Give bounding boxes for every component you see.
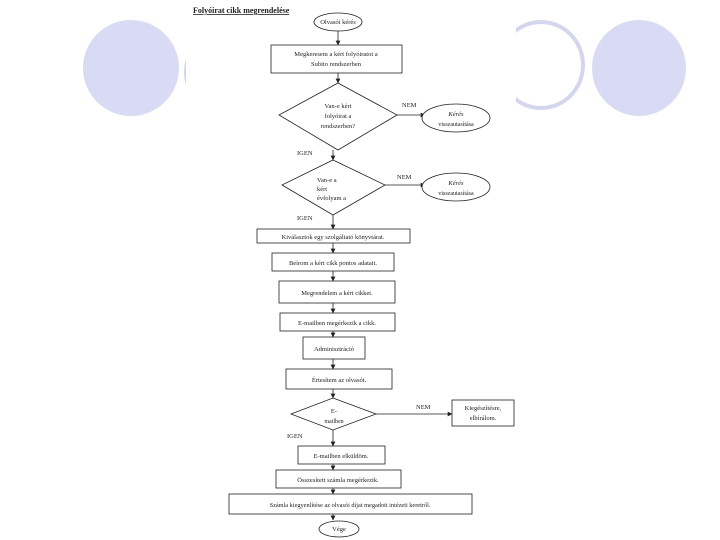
node-dec3: E- mailben (289, 397, 378, 431)
node-start: Olvasói kérés (313, 12, 363, 32)
node-complaint: Kiegészítésre, elbírálom. (451, 399, 515, 427)
node-email-ok: E-mailben elküldöm. (297, 445, 386, 465)
node-dec2-label-2: kért (317, 186, 327, 193)
node-email-ok-label: E-mailben elküldöm. (314, 453, 369, 460)
node-complaint-label-1: Kiegészítésre, (465, 405, 502, 412)
node-dec2: Van-e a kért évfolyam a (281, 159, 386, 216)
node-notify-shape (285, 368, 393, 390)
node-search-shape (270, 44, 403, 74)
node-search-label-2: Subito rendszerben (311, 61, 362, 68)
node-enter-label: Beírom a kért cikk pontos adatait. (289, 260, 377, 267)
node-reject1-label-2: visszautasítása (438, 122, 474, 128)
diagram-title: Folyóirat cikk megrendelése (193, 6, 290, 15)
node-dec3-label-2: mailben (324, 419, 343, 425)
node-end-label: Vége (332, 526, 346, 533)
node-settle-label: Számla kiegyenlítése az olvasói díjat me… (270, 502, 431, 509)
node-start-label: Olvasói kérés (320, 19, 356, 26)
node-select-label: Kiválasztok egy szolgáltató könyvtárat. (282, 234, 385, 241)
node-invoice: Összesített számla megérkezik. (275, 469, 402, 489)
node-admin-label: Adminisztráció (314, 346, 354, 353)
node-search-label-1: Megkeresem a kért folyóiratot a (294, 51, 377, 58)
node-invoice-label: Összesített számla megérkezik. (297, 477, 379, 484)
decor-circle-left (83, 20, 179, 116)
node-dec3-shape (289, 397, 378, 431)
label-yes-3: IGEN (287, 433, 303, 440)
label-yes-1: IGEN (297, 150, 313, 157)
node-reject2-shape (421, 172, 491, 202)
node-dec1-shape (278, 82, 398, 151)
node-email-arrive: E-mailben megérkezik a cikk. (279, 312, 396, 332)
node-select-shape (256, 228, 411, 244)
node-notify: Értesítem az olvasót. (285, 368, 393, 390)
node-email-arrive-shape (279, 312, 396, 332)
node-complaint-shape (451, 399, 515, 427)
node-reject1-label-1: Kérés (447, 111, 464, 118)
node-end-shape (318, 520, 360, 538)
node-email-arrive-label: E-mailben megérkezik a cikk. (298, 320, 376, 327)
node-dec3-label-1: E- (331, 408, 337, 415)
node-reject2-label-1: Kérés (447, 180, 464, 187)
node-enter: Beírom a kért cikk pontos adatait. (271, 252, 395, 272)
label-no-3: NEM (416, 404, 431, 411)
node-invoice-shape (275, 469, 402, 489)
node-admin-shape (302, 336, 366, 360)
node-notify-label: Értesítem az olvasót. (312, 376, 367, 384)
node-dec1-label-2: folyóirat a (325, 113, 352, 120)
node-complaint-label-2: elbírálom. (470, 415, 497, 422)
node-reject2-label-2: visszautasítása (438, 191, 474, 197)
node-settle-shape (228, 493, 473, 515)
connectors (330, 31, 453, 521)
node-end: Vége (318, 520, 360, 538)
node-order-label: Megrendelem a kért cikket. (301, 290, 373, 297)
decor-circle-right (592, 20, 686, 116)
node-settle: Számla kiegyenlítése az olvasói díjat me… (228, 493, 473, 515)
node-email-ok-shape (297, 445, 386, 465)
node-order-shape (278, 280, 396, 304)
node-start-shape (313, 12, 363, 32)
node-reject1-shape (421, 103, 491, 133)
node-reject2: Kérés visszautasítása (421, 172, 491, 202)
node-admin: Adminisztráció (302, 336, 366, 360)
node-dec1-label-3: rendszerben? (321, 123, 355, 130)
node-dec1-label-1: Van-e kért (325, 103, 352, 110)
node-dec2-label-1: Van-e a (317, 177, 337, 184)
label-yes-2: IGEN (297, 215, 313, 222)
label-no-2: NEM (397, 174, 412, 181)
node-order: Megrendelem a kért cikket. (278, 280, 396, 304)
label-no-1: NEM (402, 102, 417, 109)
node-select: Kiválasztok egy szolgáltató könyvtárat. (256, 228, 411, 244)
node-dec1: Van-e kért folyóirat a rendszerben? (278, 82, 398, 151)
node-search: Megkeresem a kért folyóiratot a Subito r… (270, 44, 403, 74)
node-dec2-shape (281, 159, 386, 216)
node-enter-shape (271, 252, 395, 272)
node-reject1: Kérés visszautasítása (421, 103, 491, 133)
node-dec2-label-3: évfolyam a (317, 195, 346, 202)
